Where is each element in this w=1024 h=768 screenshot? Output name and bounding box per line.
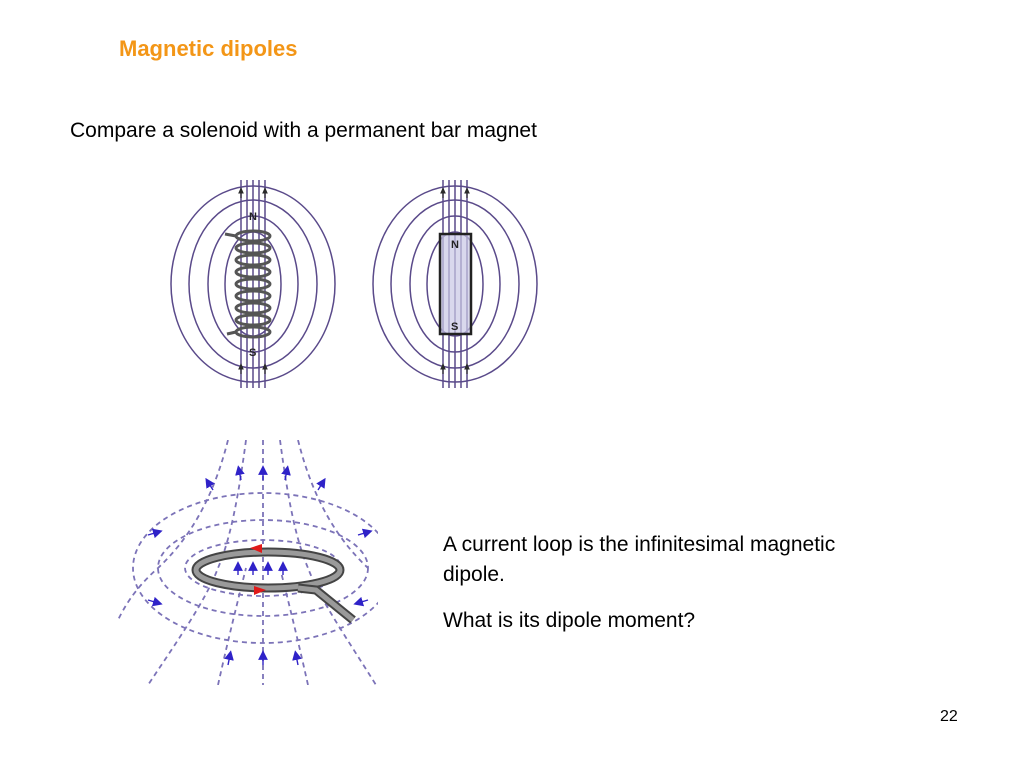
loop-field-arrows — [147, 465, 373, 666]
slide-title: Magnetic dipoles — [119, 36, 298, 61]
current-direction-arrows — [250, 544, 266, 595]
body-text: A current loop is the infinitesimal magn… — [443, 530, 843, 652]
paragraph-current-loop: A current loop is the infinitesimal magn… — [443, 533, 836, 586]
paragraph-dipole-question: What is its dipole moment? — [443, 609, 696, 632]
magnet-south-label: S — [451, 321, 458, 333]
solenoid-coil — [224, 229, 272, 339]
current-loop-figure — [118, 440, 378, 685]
magnet-north-label: N — [451, 239, 459, 251]
solenoid-magnet-figure: N S N S — [170, 180, 538, 388]
bar-magnet-field-arrows — [440, 187, 470, 374]
page-number: 22 — [940, 708, 958, 725]
intro-text: Compare a solenoid with a permanent bar … — [70, 119, 537, 142]
solenoid-field-arrows — [238, 187, 268, 374]
bar-magnet — [438, 232, 473, 336]
solenoid-south-label: S — [249, 347, 256, 359]
solenoid-north-label: N — [249, 211, 257, 223]
current-loop-ring — [191, 547, 356, 624]
bar-magnet-field-lines — [372, 180, 538, 388]
